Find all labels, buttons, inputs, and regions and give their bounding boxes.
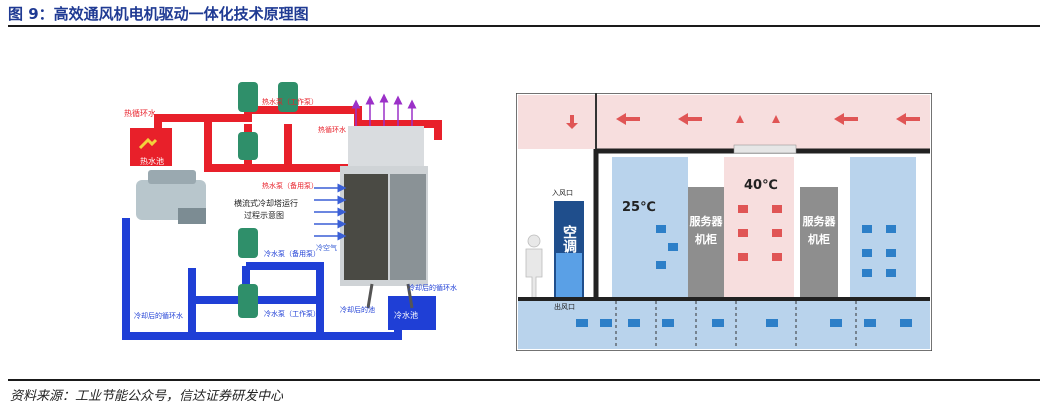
outlet-label: 出风口 (554, 302, 575, 311)
rack-right-label-2: 机柜 (808, 232, 830, 246)
floor-airflow-arrows (576, 319, 912, 327)
cold-aisle-right (850, 157, 916, 299)
cold-pool-label: 冷水池 (394, 310, 418, 320)
cold-aisle-left (612, 157, 688, 299)
cold-air-arrows (314, 183, 347, 241)
rack-right-label-1: 服务器 (803, 214, 837, 228)
hot-loop-right-label: 热循环水 (318, 125, 346, 134)
rack-left-label-1: 服务器 (690, 214, 724, 228)
cold-supply-arrows (656, 225, 896, 277)
hot-pump-work-label: 热水泵（工作泵） (262, 97, 318, 106)
cold-air-label: 冷空气 (316, 243, 337, 252)
hot-exhaust-arrows (738, 205, 782, 261)
rack-left-label-2: 机柜 (695, 232, 717, 246)
cold-pump-work-label: 冷水泵（工作泵） (264, 309, 320, 318)
chiller-unit (136, 170, 206, 224)
datacenter-airflow-diagram: 入风口 出风口 25℃ 40℃ 空调 服务器 机柜 服务器 机柜 (516, 93, 932, 351)
ceiling-plenum (518, 95, 930, 149)
steam-arrows (351, 93, 417, 126)
cold-aisle-temp: 25℃ (622, 200, 656, 215)
tower-caption-2: 过程示意图 (244, 210, 284, 220)
hot-aisle (724, 157, 794, 299)
hot-aisle-temp: 40℃ (744, 178, 778, 193)
cooling-tower (340, 126, 428, 309)
tower-caption-1: 横流式冷却塔运行 (234, 198, 298, 208)
cooled-loop-left-label: 冷却后的循环水 (134, 311, 183, 320)
inlet-label: 入风口 (552, 189, 573, 197)
hot-pool-label: 热水池 (140, 156, 164, 166)
ac-label: 空调 (561, 224, 577, 254)
cold-pump-standby-label: 冷水泵（备用泵） (264, 249, 320, 258)
title-rule (8, 25, 1040, 27)
hot-pool (130, 128, 172, 166)
hot-loop-left-label: 热循环水 (124, 108, 156, 118)
hot-pump-standby-label: 热水泵（备用泵） (262, 181, 318, 190)
cooled-pool-label: 冷却后的池 (340, 305, 375, 314)
figure-title: 图 9：高效通风机电机驱动一体化技术原理图 (8, 5, 309, 23)
cooled-loop-right-label: 冷却后的循环水 (408, 283, 457, 292)
rack-right (800, 187, 838, 299)
cooling-tower-diagram: 热循环水 热水池 热水泵（工作泵） 热循环水 热水泵（备用泵） 横流式冷却塔运行… (122, 82, 457, 340)
source-note: 资料来源：工业节能公众号，信达证券研发中心 (10, 389, 284, 404)
rack-left (688, 187, 724, 299)
pumps (238, 82, 298, 318)
source-rule (8, 379, 1040, 381)
return-air-arrows (566, 113, 920, 129)
